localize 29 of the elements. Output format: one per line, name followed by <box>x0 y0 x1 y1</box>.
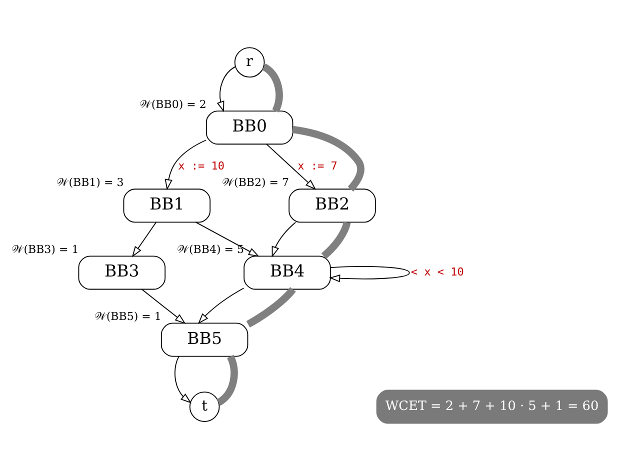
node-label: 𝒲(BB3) = 1 <box>12 243 79 256</box>
arrow <box>174 356 192 404</box>
node-circle: t <box>189 392 220 422</box>
edge-label: x := 10 <box>178 159 225 172</box>
arrow <box>329 266 410 282</box>
arrow <box>132 222 156 258</box>
node-box: WCET = 2 + 7 + 10 · 5 + 1 = 60 <box>376 390 608 424</box>
arrow <box>141 288 186 324</box>
node-circle: r <box>234 47 265 78</box>
arrow <box>266 144 316 190</box>
node-label: 𝒲(BB0) = 2 <box>139 98 206 111</box>
node-label: 𝒲(BB4) = 5 <box>177 243 244 256</box>
node-label: 𝒲(BB5) = 1 <box>94 310 162 324</box>
arrow <box>164 140 206 190</box>
node-box: BB1 <box>123 188 211 223</box>
node-box: BB4 <box>244 256 331 290</box>
node-box: BB0 <box>206 110 294 145</box>
node-box: BB3 <box>78 256 166 290</box>
node-label: 𝒲(BB1) = 3 <box>56 176 124 189</box>
node-box: BB2 <box>288 188 376 223</box>
arrow <box>216 66 236 112</box>
edge-label: < x < 10 <box>410 266 464 279</box>
edge-label: x := 7 <box>298 159 338 172</box>
arrow <box>272 222 296 258</box>
arrow <box>198 288 244 324</box>
arrow <box>195 222 260 257</box>
node-box: BB5 <box>160 322 248 357</box>
connector <box>246 287 296 328</box>
node-label: 𝒲(BB2) = 7 <box>222 176 290 189</box>
